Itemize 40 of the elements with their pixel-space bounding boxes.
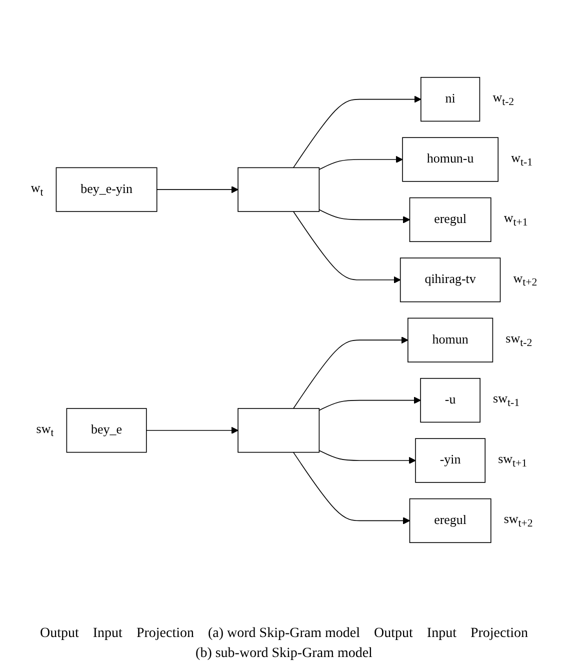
- label-text: Input: [426, 626, 456, 642]
- label-text: (a) word Skip-Gram model: [208, 626, 360, 642]
- label-text: (b) sub-word Skip-Gram model: [196, 646, 372, 662]
- arrow: [292, 211, 401, 284]
- projection-box: [238, 408, 320, 453]
- word-box: -yin: [415, 438, 486, 483]
- word-box: -u: [420, 378, 480, 423]
- label-text: Projection: [136, 626, 194, 642]
- arrow: [292, 336, 408, 409]
- word-box: qihirag-tv: [400, 258, 501, 302]
- arrow: [156, 186, 238, 194]
- subscript-label: sw$_{t}$: [36, 422, 54, 439]
- arrow: [318, 209, 410, 224]
- label-text: Projection: [470, 626, 528, 642]
- arrow: [318, 156, 403, 170]
- projection-box: [238, 167, 320, 212]
- label-text: Output: [40, 626, 79, 642]
- arrow: [292, 96, 422, 168]
- subscript-label: sw$_{t-1}$: [493, 392, 520, 408]
- word-box: ni: [420, 76, 480, 122]
- arrow: [318, 396, 421, 411]
- subscript-label: w$_{t-2}$: [492, 91, 514, 108]
- word-box: eregul: [409, 197, 492, 242]
- subscript-label: w$_{t-1}$: [511, 151, 532, 168]
- word-box: bey_e: [66, 408, 147, 453]
- subscript-label: sw$_{t+1}$: [498, 452, 528, 469]
- subscript-label: w$_{t+1}$: [504, 212, 528, 228]
- word-box: bey_e-yin: [56, 167, 158, 212]
- label-text: Output: [374, 626, 413, 642]
- subscript-label: sw$_{t-2}$: [506, 332, 532, 348]
- subscript-label: w$_{t}$: [30, 181, 44, 198]
- arrow: [146, 426, 238, 434]
- word-box: homun-u: [402, 137, 498, 182]
- subscript-label: sw$_{t+2}$: [504, 512, 533, 529]
- word-box: eregul: [409, 498, 492, 544]
- subscript-label: w$_{t+2}$: [513, 272, 538, 288]
- arrow: [292, 452, 410, 524]
- word-box: homun: [408, 318, 494, 362]
- arrow: [318, 450, 416, 464]
- label-text: Input: [92, 626, 122, 642]
